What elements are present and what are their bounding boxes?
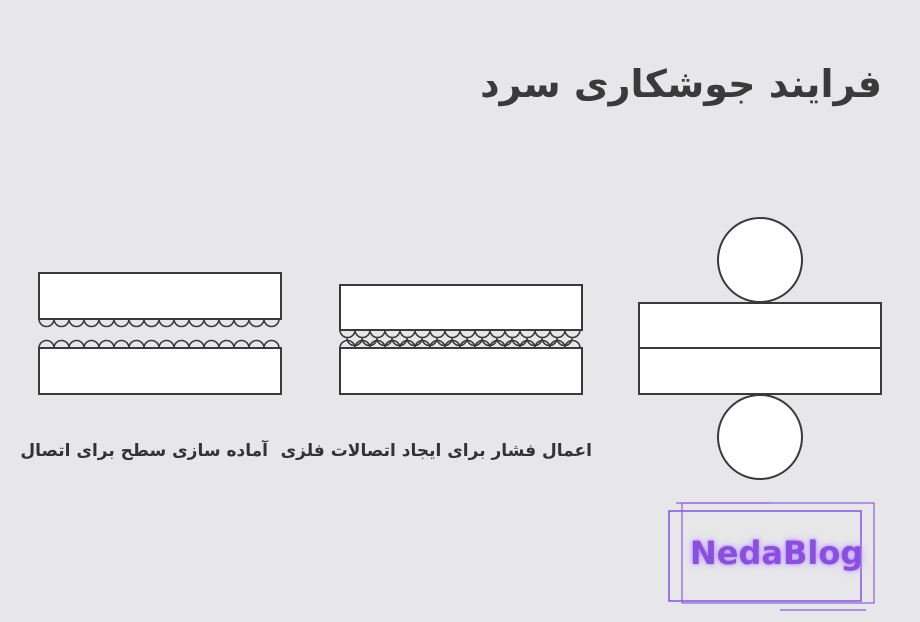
- stage-1-top-roughness: [38, 318, 280, 328]
- stage-2-caption: اعمال فشار برای ایجاد اتصالات فلزی: [280, 441, 592, 461]
- stage-3-top-roller: [717, 217, 803, 303]
- stage-1-diagram: [38, 272, 282, 395]
- stage-3-bottom-plate: [638, 347, 882, 395]
- nedablog-logo: NedaBlog: [690, 534, 864, 572]
- logo-frame: [668, 502, 875, 611]
- stage-3-diagram: [638, 217, 882, 480]
- stage-2-top-plate: [339, 284, 583, 331]
- page-title: فرایند جوشکاری سرد: [480, 62, 882, 106]
- stage-3-top-plate: [638, 302, 882, 349]
- stage-2-bottom-roughness: [339, 339, 581, 349]
- stage-1-bottom-roughness: [38, 339, 280, 349]
- stage-2-diagram: [339, 284, 583, 395]
- stage-1-top-plate: [38, 272, 282, 320]
- stage-1-bottom-plate: [38, 347, 282, 395]
- stage-1-caption: آماده سازی سطح برای اتصال: [20, 441, 268, 461]
- stage-3-bottom-roller: [717, 394, 803, 480]
- stage-2-bottom-plate: [339, 347, 583, 395]
- stage-2-top-roughness: [339, 329, 581, 347]
